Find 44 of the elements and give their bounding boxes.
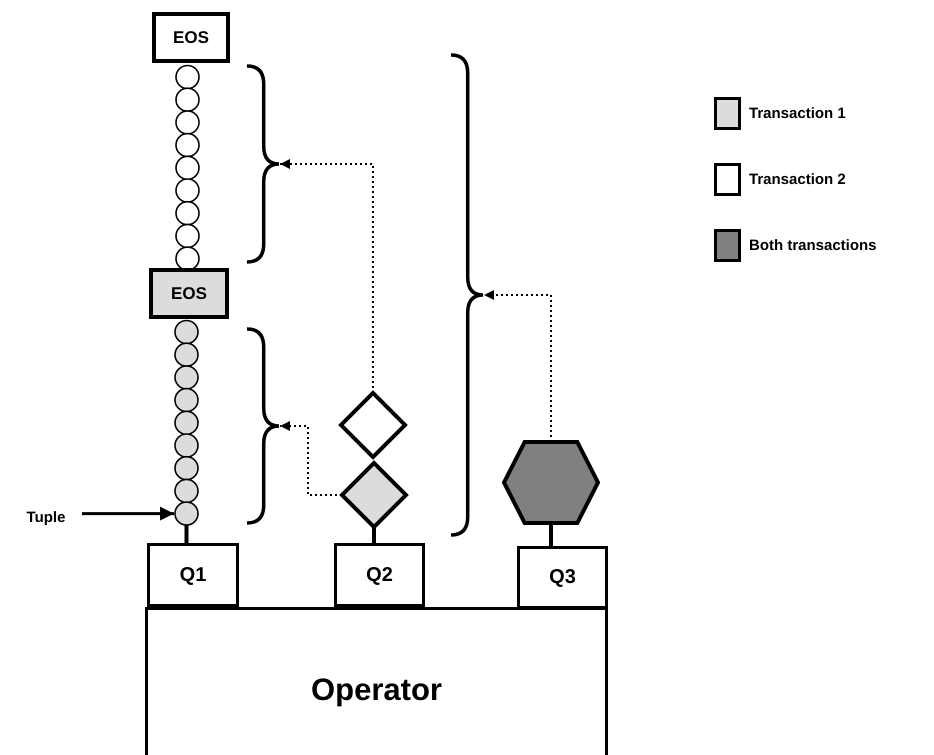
node-label: Q2 (366, 564, 393, 586)
node-label: Operator (311, 672, 442, 708)
tuple-circle (175, 178, 200, 203)
queue-box (152, 12, 230, 63)
tuple-circle (175, 224, 200, 248)
curly-brace (246, 327, 281, 525)
tuple-label: Tuple (26, 508, 66, 526)
node-label: Q1 (180, 564, 206, 586)
tuple-circle (174, 456, 199, 480)
tuple-circle (174, 342, 199, 367)
tuple-circle (174, 410, 199, 436)
tuple-circle (175, 246, 200, 271)
hexagon-marker (502, 440, 600, 525)
curly-brace (450, 53, 485, 537)
queue-box (149, 268, 229, 319)
tuple-circle (175, 87, 200, 112)
node-label: EOS (171, 284, 207, 304)
tuple-circle (175, 156, 200, 180)
diamond-marker (339, 460, 409, 530)
connector-line (372, 527, 376, 543)
tuple-circle (174, 433, 199, 458)
connector-line (184, 525, 188, 543)
legend-label: Transaction 1 (749, 105, 846, 122)
tuple-circle (175, 132, 200, 158)
node-label: Q3 (549, 566, 576, 589)
curly-brace (246, 64, 281, 264)
tuple-circle (174, 320, 199, 344)
operator-box (145, 607, 608, 755)
tuple-circle (175, 64, 200, 90)
tuple-circle (174, 365, 199, 390)
legend-label: Transaction 2 (749, 171, 846, 188)
tuple-circle (174, 501, 199, 526)
tuple-circle (174, 388, 199, 412)
queue-box (517, 546, 608, 609)
diamond-marker (338, 390, 408, 460)
connector-line (549, 523, 553, 546)
arrow (82, 506, 174, 521)
legend-label: Both transactions (749, 237, 877, 254)
tuple-circle (175, 110, 200, 135)
tuple-circle (175, 200, 200, 226)
tuple-circle (174, 478, 199, 504)
queue-box (334, 543, 425, 607)
queue-box (147, 543, 239, 607)
node-label: EOS (173, 28, 209, 48)
